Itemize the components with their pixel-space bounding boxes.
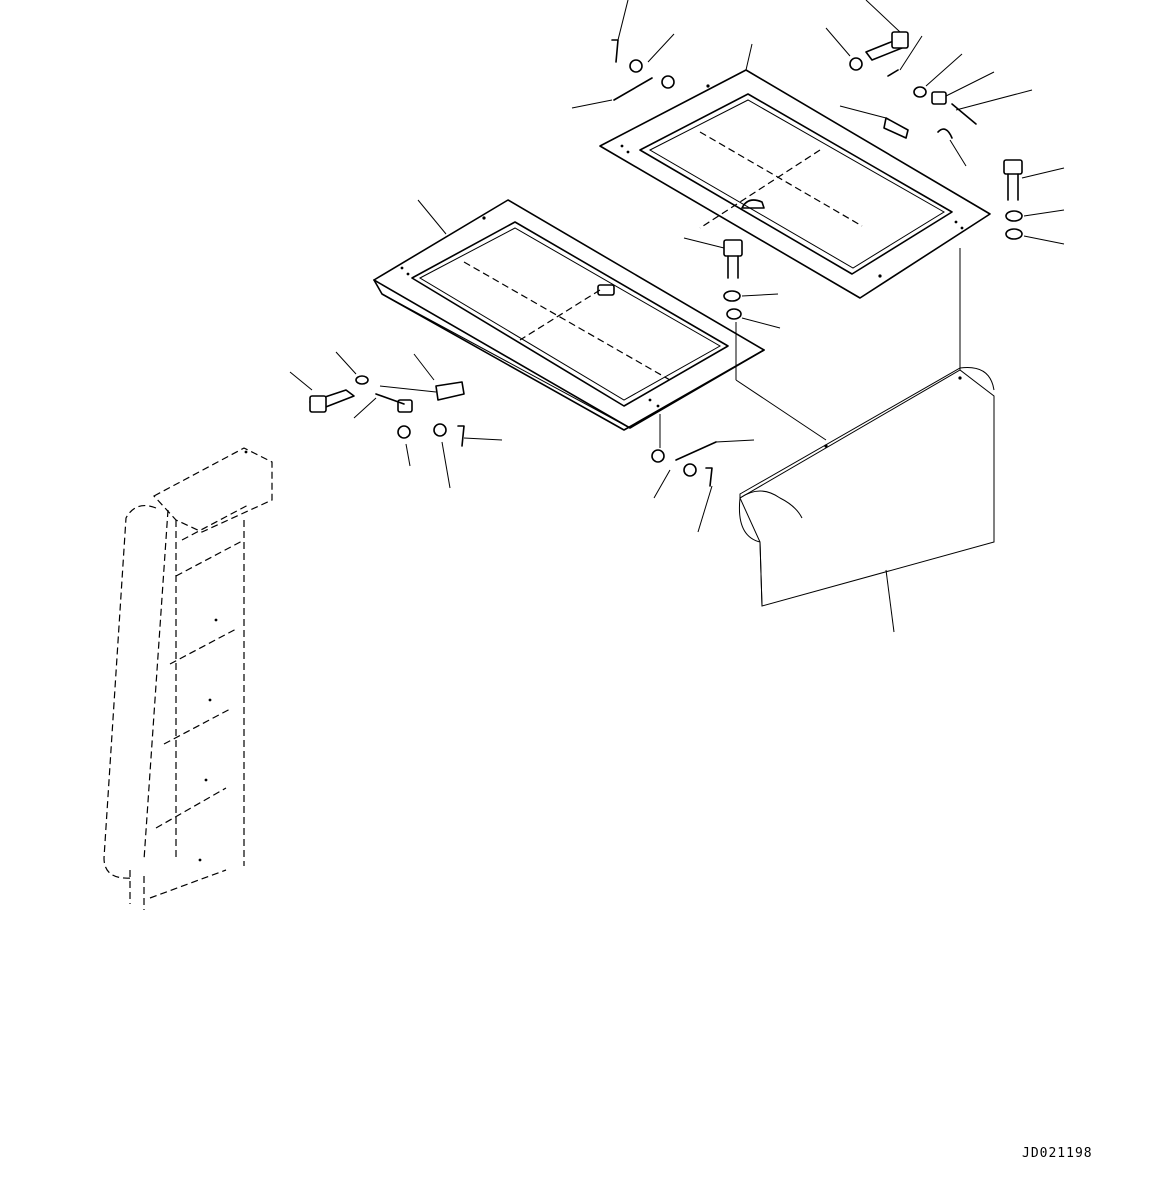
bolt-center — [683, 237, 743, 279]
hinge-pin-top — [571, 77, 653, 109]
hinge-pin-top-right — [951, 89, 1033, 125]
hinge-pin-front-left — [353, 393, 413, 419]
washer-top-right-1 — [825, 27, 863, 71]
hinge-pin-lower — [675, 439, 755, 461]
lock-catch-rear-2 — [839, 105, 909, 139]
cotter-pin-front — [457, 425, 503, 447]
spring-rear — [937, 128, 967, 167]
washer-lower-1 — [651, 449, 665, 463]
lock-catch-rear — [931, 71, 995, 105]
cotter-pin-top-left — [611, 0, 629, 63]
cotter-pin-top-right — [887, 35, 923, 77]
washer-center-1 — [723, 290, 779, 302]
washer-top-1 — [629, 33, 675, 73]
lock-catch-front — [413, 353, 465, 401]
alignment-lines — [379, 248, 961, 448]
washer-top-right-2 — [913, 53, 963, 98]
washer-top-2 — [661, 75, 675, 89]
bolt-right — [1003, 159, 1065, 201]
ladder — [103, 447, 273, 910]
rear-cover-plate — [599, 43, 991, 299]
cotter-pin-lower — [697, 467, 713, 533]
washer-front-left — [335, 351, 369, 385]
drawing-reference-id: JD021198 — [1022, 1146, 1093, 1161]
washer-lower-2 — [653, 463, 697, 499]
washer-right-1 — [1005, 209, 1065, 222]
bolt-front-left — [289, 371, 355, 413]
front-cover-plate — [373, 199, 765, 431]
spring-front — [397, 425, 411, 467]
washer-right-2 — [1005, 228, 1065, 245]
washer-center-2 — [726, 308, 781, 329]
bolt-top-right — [865, 0, 909, 61]
washer-front-center — [433, 423, 451, 489]
